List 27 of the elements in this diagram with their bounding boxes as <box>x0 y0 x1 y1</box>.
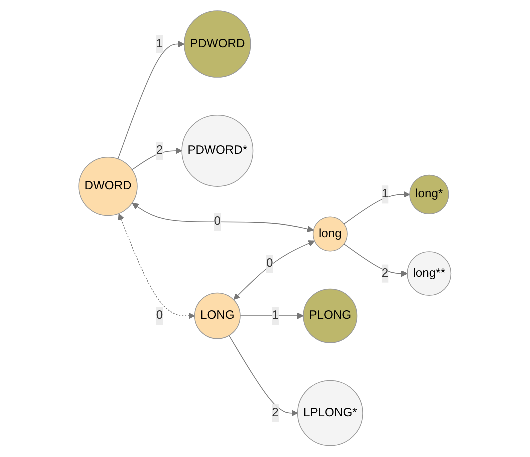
edge-label: 0 <box>156 309 163 322</box>
edge-label: 1 <box>382 188 389 201</box>
arrow <box>118 40 185 160</box>
edge-label: 0 <box>266 257 274 270</box>
node-circle: long* <box>409 174 450 215</box>
node-circle: PDWORD* <box>182 115 254 187</box>
edge-label: 1 <box>156 37 163 50</box>
edge-label: 2 <box>272 406 279 420</box>
arrow <box>118 214 195 320</box>
node-circle: PDWORD <box>184 10 252 78</box>
edge-label: 2 <box>382 267 389 280</box>
node-circle: DWORD <box>78 156 138 216</box>
arrow <box>132 148 182 170</box>
arrow <box>132 203 314 233</box>
arrow <box>240 312 304 320</box>
node-circle: PLONG <box>303 288 358 344</box>
arrow <box>234 240 315 300</box>
arrow <box>344 244 408 278</box>
node-circle: LONG <box>194 292 241 340</box>
edge-label: 0 <box>214 215 221 228</box>
node-circle: LPLONG* <box>297 380 364 446</box>
arrow <box>228 335 298 417</box>
node-circle: long** <box>407 252 452 296</box>
node-circle: long <box>312 216 348 252</box>
edge-label: 2 <box>156 144 163 158</box>
edge-label: 1 <box>272 309 279 322</box>
arrow <box>344 191 410 225</box>
